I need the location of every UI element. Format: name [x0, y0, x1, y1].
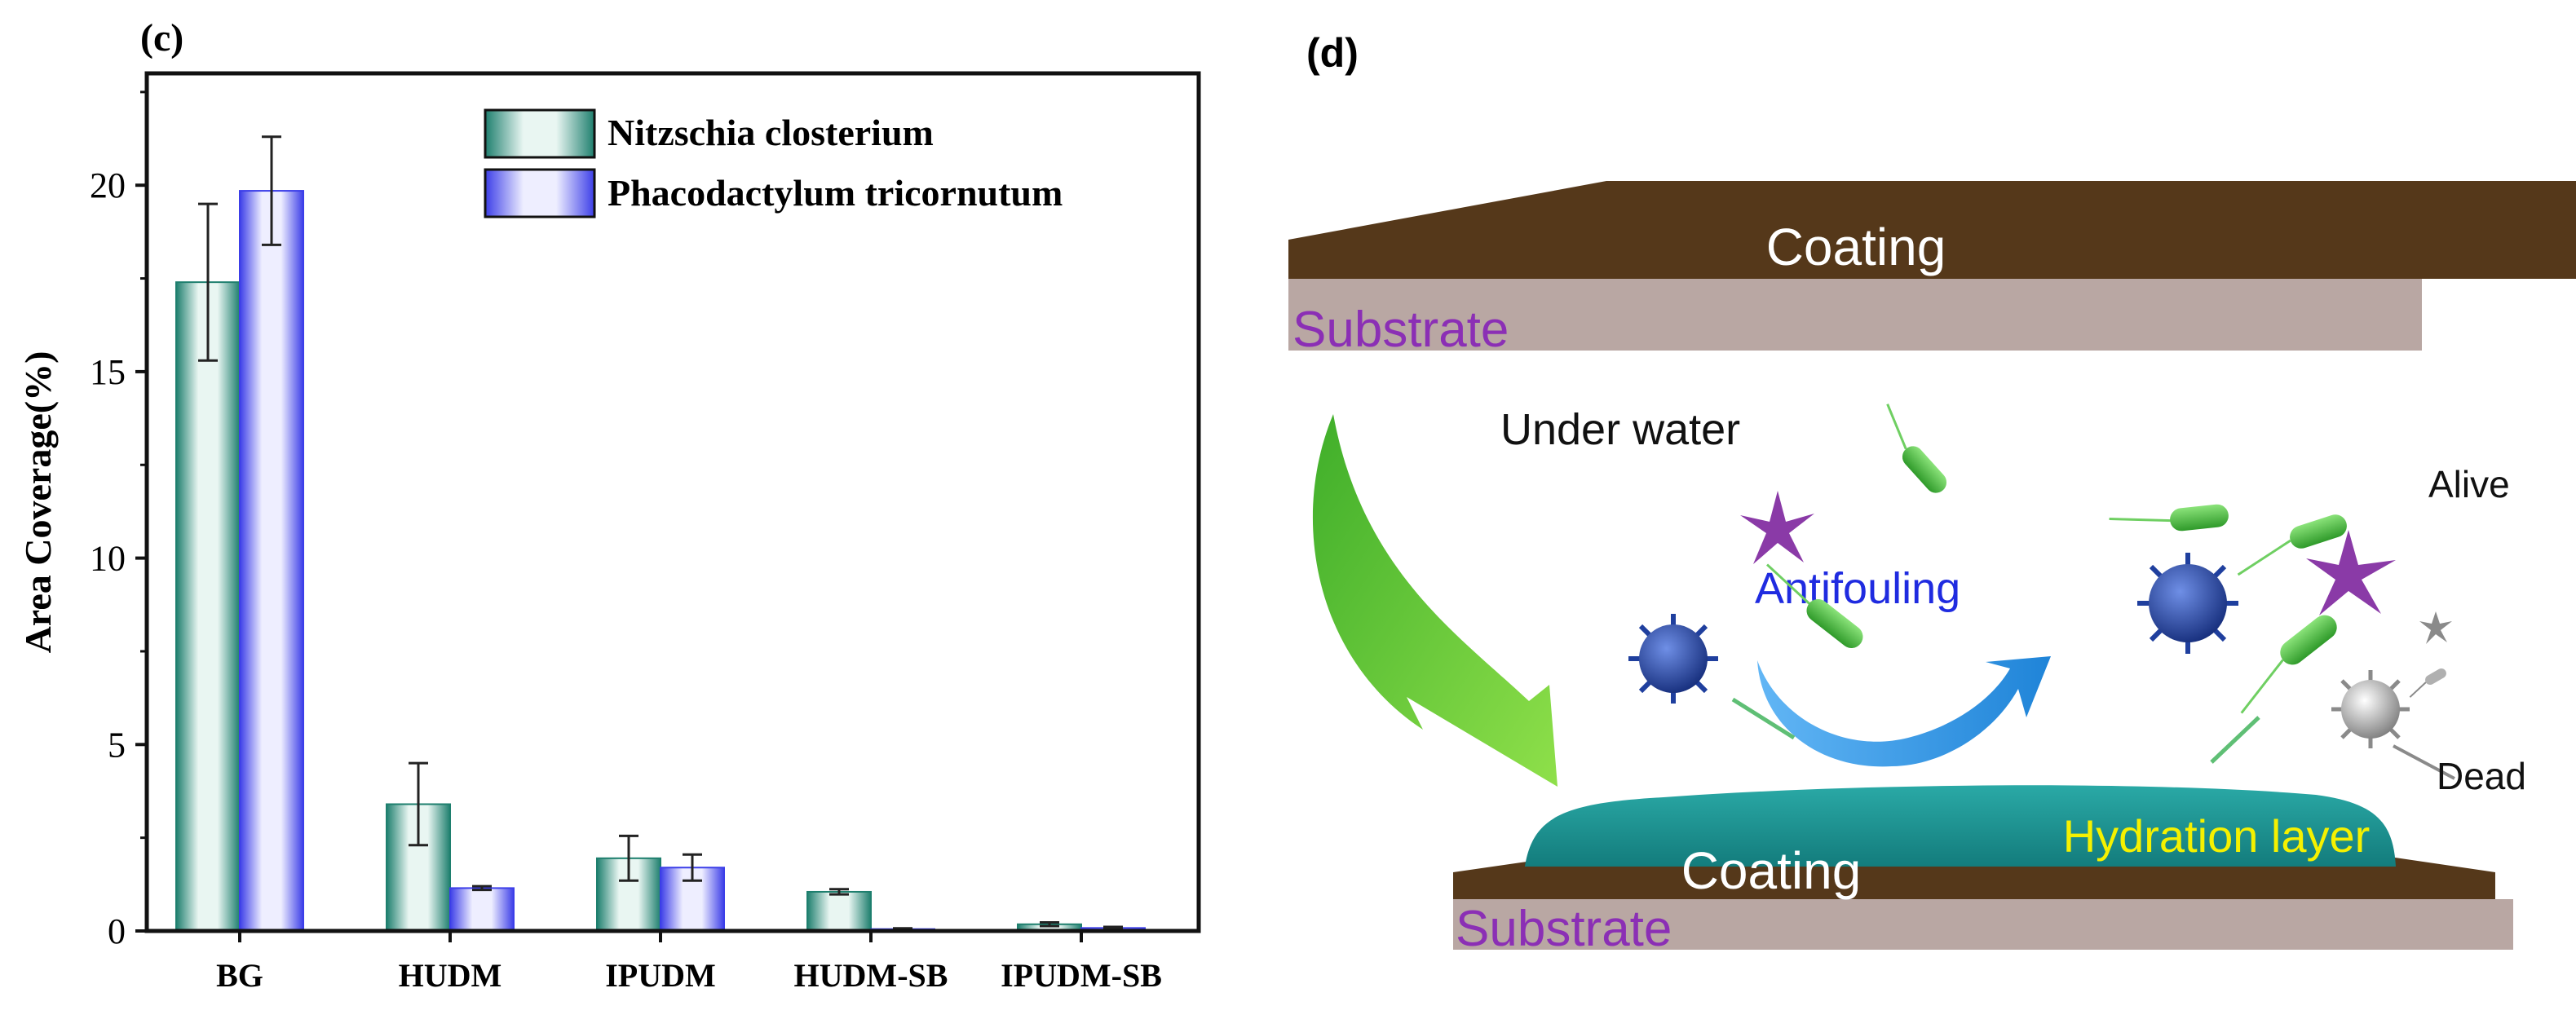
virus-icon	[2137, 553, 2238, 654]
x-tick-label-hudm-sb: HUDM-SB	[794, 957, 948, 994]
dead-label: Dead	[2437, 755, 2526, 797]
dead-alga-icon	[2419, 611, 2452, 644]
bottom-substrate	[1453, 899, 2513, 950]
bar-chart: (c) BG HUDM IPUDM HUDM-SB IPUDM-SB 0 5 10 15 20 A…	[17, 16, 1201, 994]
top-coating-label: Coating	[1766, 218, 1946, 276]
x-tick-label-bg: BG	[216, 957, 263, 994]
x-tick-label-ipudm: IPUDM	[605, 957, 716, 994]
cilium-streak	[2210, 716, 2260, 764]
error-bar-hudm-series-1	[409, 761, 428, 847]
bar-hudm-series-2	[449, 887, 515, 933]
panel-c-label: (c)	[140, 16, 183, 60]
bottom-coating-label: Coating	[1681, 841, 1862, 900]
virus-icon	[1628, 614, 1718, 704]
top-coating	[1288, 181, 2576, 279]
under-water-label: Under water	[1500, 405, 1740, 454]
error-bar-hudm-series-2	[472, 884, 492, 892]
error-bar-ipudm-series-2	[683, 853, 702, 882]
bar-bg-series-1	[175, 281, 241, 932]
alga-icon	[1740, 491, 1814, 564]
bacterium-icon	[2237, 514, 2347, 576]
panel-d-label: (d)	[1306, 30, 1359, 76]
underwater-arrow	[1312, 414, 1558, 787]
error-bar-bg-series-1	[198, 202, 218, 362]
hydration-layer	[1525, 785, 2396, 867]
y-tick-label-0: 0	[108, 911, 126, 951]
bar-bg-series-2	[239, 190, 304, 933]
legend-label-series-2: Phacodactylum tricornutum	[608, 172, 1063, 214]
alga-icon	[2306, 530, 2396, 615]
error-bar-bg-series-2	[262, 135, 281, 246]
bacterium-icon	[2109, 504, 2229, 532]
legend-swatch-series-1	[484, 108, 596, 159]
plot-frame	[144, 71, 1201, 933]
error-bar-ipudm-sb-series-2	[1103, 925, 1123, 931]
bacterium-icon	[1765, 563, 1863, 649]
y-tick-label-10: 10	[90, 539, 126, 579]
bar-hudm-sb-series-1	[806, 890, 872, 932]
top-layer-stack: Coating Substrate	[1288, 181, 2576, 358]
dead-bacterium-icon	[2409, 668, 2446, 698]
hydration-layer-label: Hydration layer	[2063, 810, 2371, 862]
alive-label: Alive	[2428, 463, 2510, 505]
dead-cilium-streak	[2393, 744, 2455, 780]
panel-d: (d) Coating Substrate Under water Antifo…	[1256, 0, 2576, 1015]
y-tick-label-15: 15	[90, 352, 126, 392]
x-tick-label-ipudm-sb: IPUDM-SB	[1001, 957, 1162, 994]
cilium-streak	[1731, 697, 1796, 740]
error-bar-ipudm-series-1	[619, 834, 638, 882]
top-substrate-label: Substrate	[1292, 302, 1509, 358]
legend: Nitzschia closterium Phacodactylum trico…	[484, 108, 1063, 218]
legend-label-series-1: Nitzschia closterium	[608, 112, 934, 153]
bottom-substrate-label: Substrate	[1456, 901, 1672, 957]
antifouling-arrow	[1757, 656, 2051, 767]
bottom-layer-stack: Hydration layer Coating Substrate	[1453, 785, 2513, 957]
error-bar-ipudm-sb-series-1	[1040, 920, 1059, 928]
panel-c: (c) BG HUDM IPUDM HUDM-SB IPUDM-SB 0 5 10 15 20 A…	[0, 0, 1223, 1015]
x-tick-label-hudm: HUDM	[399, 957, 502, 994]
y-tick-label-20: 20	[90, 165, 126, 205]
bacterium-icon	[1886, 404, 1947, 493]
y-tick-label-5: 5	[108, 725, 126, 765]
bacterium-icon	[2240, 615, 2337, 714]
antifouling-diagram: (d) Coating Substrate Under water Antifo…	[1288, 30, 2576, 957]
legend-swatch-series-2	[484, 168, 596, 218]
error-bar-hudm-sb-series-1	[829, 888, 849, 896]
y-axis-title: Area Coverage(%)	[17, 351, 59, 654]
top-substrate	[1288, 279, 2422, 351]
dead-virus-icon	[2331, 670, 2410, 748]
antifouling-label: Antifouling	[1755, 564, 1960, 613]
